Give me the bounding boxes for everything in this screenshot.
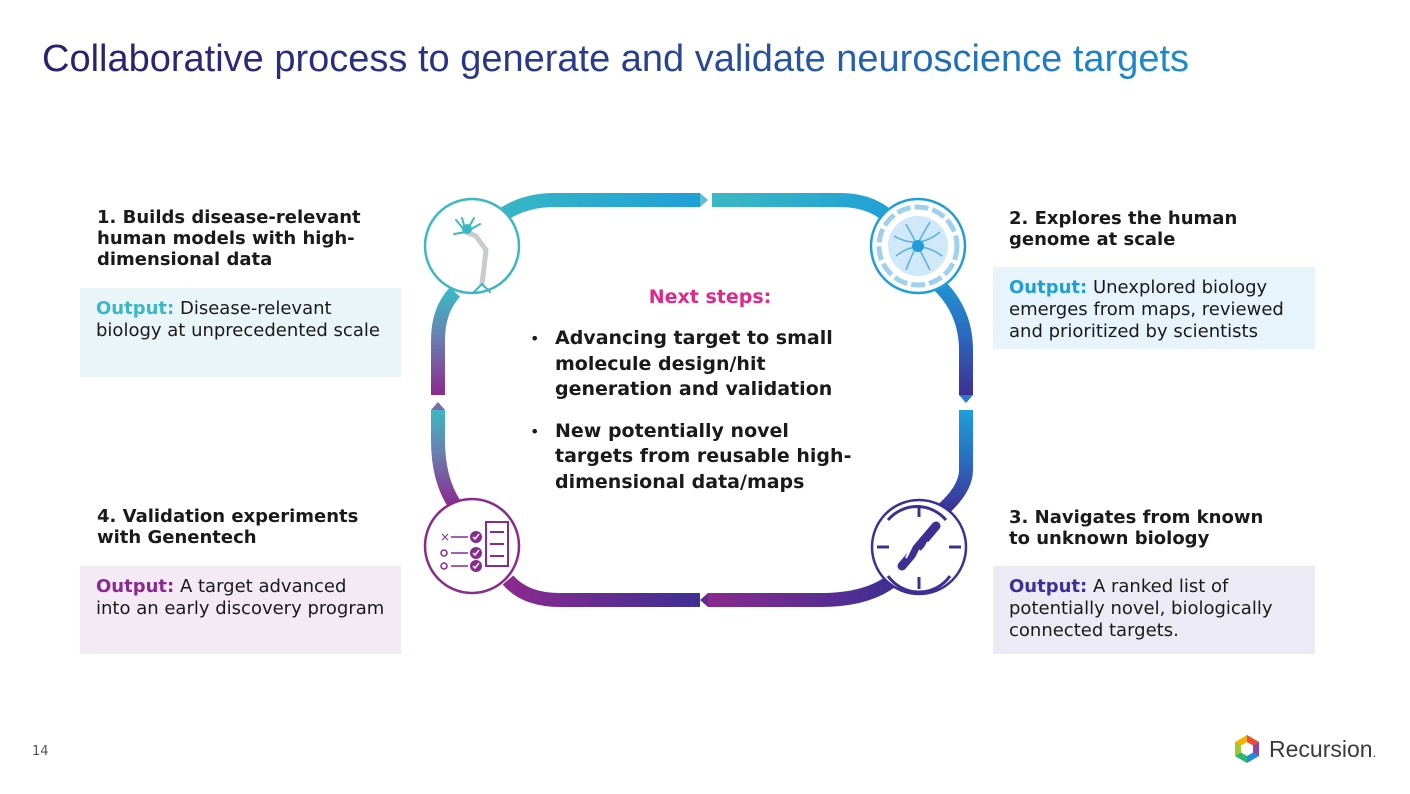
- step-1-output-box: Output: Disease-relevant biology at unpr…: [80, 288, 401, 377]
- cycle-arrow-left: [431, 410, 461, 509]
- list-item: • New potentially novel targets from reu…: [530, 419, 852, 493]
- step-2-output-box: Output: Unexplored biology emerges from …: [993, 267, 1315, 349]
- checklist-icon: ×: [423, 497, 521, 595]
- output-label: Output:: [1009, 277, 1088, 298]
- output-text: A ranked list of potentially novel, biol…: [1009, 576, 1273, 641]
- output-text: A target advanced into an early discover…: [96, 576, 385, 619]
- genome-map-icon: [869, 197, 967, 295]
- recursion-logo: Recursion.: [1233, 734, 1376, 764]
- output-label: Output:: [96, 298, 175, 319]
- page-title: Collaborative process to generate and va…: [42, 38, 1382, 81]
- cycle-arrow-bottom: [708, 572, 900, 607]
- output-label: Output:: [96, 576, 175, 597]
- svg-text:×: ×: [440, 530, 450, 544]
- neuron-icon: [423, 197, 521, 295]
- step-3-heading: 3. Navigates from known to unknown biolo…: [1009, 507, 1264, 549]
- brand-name: Recursion.: [1269, 735, 1377, 762]
- navigation-compass-icon: [870, 498, 968, 596]
- output-text: Disease-relevant biology at unprecedente…: [96, 298, 380, 341]
- list-item: • Advancing target to small molecule des…: [530, 327, 833, 400]
- recursion-logo-icon: [1235, 735, 1259, 763]
- step-4-heading: 4. Validation experiments with Genentech: [97, 506, 359, 548]
- step-4-output-box: Output: A target advanced into an early …: [80, 566, 401, 654]
- page-number: 14: [32, 744, 49, 759]
- next-steps-title: Next steps:: [648, 286, 772, 308]
- step-2-heading: 2. Explores the human genome at scale: [1009, 208, 1238, 250]
- output-text: Unexplored biology emerges from maps, re…: [1009, 277, 1284, 342]
- next-steps-list: • Advancing target to small molecule des…: [530, 326, 890, 511]
- step-3-output-box: Output: A ranked list of potentially nov…: [993, 566, 1315, 654]
- step-1-heading: 1. Builds disease-relevant human models …: [97, 207, 361, 270]
- output-label: Output:: [1009, 576, 1088, 597]
